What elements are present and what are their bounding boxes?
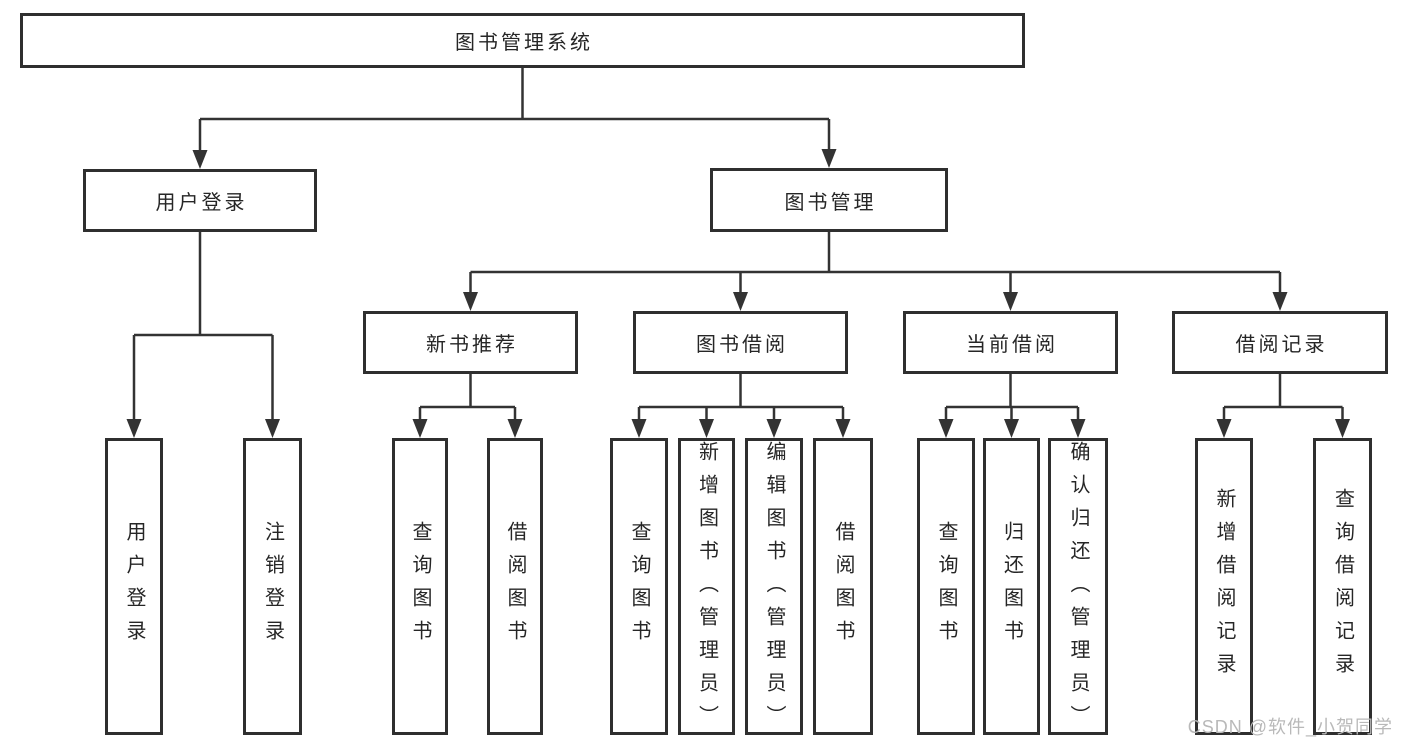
leaf-user-login: 用户登录 xyxy=(105,438,163,735)
csdn-watermark: CSDN @软件_小贺同学 xyxy=(1187,717,1393,737)
leaf-query-books: 查询图书 xyxy=(610,438,668,735)
leaf-add-books-admin: 新增图书（管理员） xyxy=(678,438,735,738)
leaf-borrow-books: 借阅图书 xyxy=(813,438,873,735)
leaf-return-books: 归还图书 xyxy=(983,438,1040,735)
node-new-book-recommend: 新书推荐 xyxy=(363,311,578,374)
node-user-login: 用户登录 xyxy=(83,169,317,232)
leaf-borrow-books: 借阅图书 xyxy=(487,438,543,735)
leaf-logout: 注销登录 xyxy=(243,438,302,735)
leaf-add-borrow-record: 新增借阅记录 xyxy=(1195,438,1253,735)
leaf-edit-books-admin: 编辑图书（管理员） xyxy=(745,438,803,738)
leaf-query-books: 查询图书 xyxy=(917,438,975,735)
leaf-confirm-return-admin: 确认归还（管理员） xyxy=(1048,438,1108,738)
leaf-query-borrow-record: 查询借阅记录 xyxy=(1313,438,1372,735)
leaf-query-books: 查询图书 xyxy=(392,438,448,735)
node-borrow-record: 借阅记录 xyxy=(1172,311,1388,374)
node-book-management: 图书管理 xyxy=(710,168,948,232)
node-book-borrow: 图书借阅 xyxy=(633,311,848,374)
node-current-borrow: 当前借阅 xyxy=(903,311,1118,374)
node-library-management-system: 图书管理系统 xyxy=(20,13,1025,68)
